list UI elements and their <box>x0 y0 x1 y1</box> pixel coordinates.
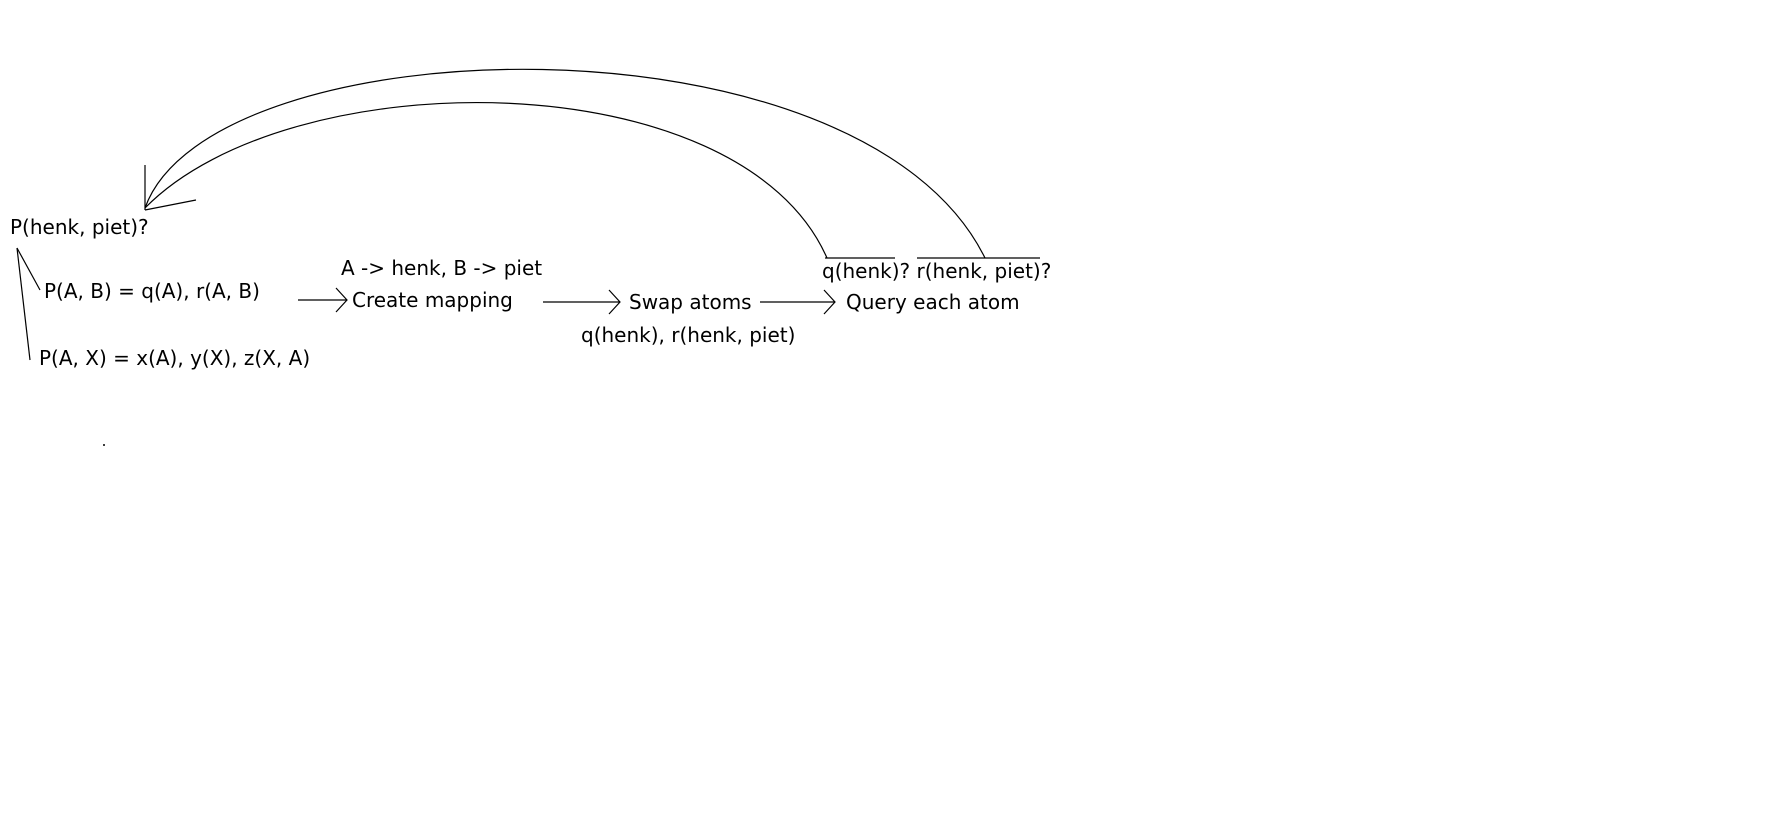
subquery-2: r(henk, piet) <box>916 259 1041 283</box>
arrow-rules-to-mapping <box>298 287 348 313</box>
feedback-arrowhead <box>144 165 197 211</box>
rule-1-label: P(A, B) = q(A), r(A, B) <box>44 279 260 303</box>
subquery-1: q(henk) <box>822 259 900 283</box>
query-each-atom-label: Query each atom <box>846 290 1020 314</box>
feedback-curve-outer <box>144 68 986 259</box>
feedback-curve-inner <box>144 101 828 259</box>
swap-atoms-label: Swap atoms <box>629 290 752 314</box>
branch-line-rule-1 <box>16 247 41 291</box>
rule-2-label: P(A, X) = x(A), y(X), z(X, A) <box>39 346 311 370</box>
swapped-atoms-label: q(henk), r(henk, piet) <box>581 323 796 347</box>
create-mapping-label: Create mapping <box>352 288 513 312</box>
branch-line-rule-2 <box>16 247 31 361</box>
subquery-2-question-mark: ? <box>1040 259 1052 283</box>
stray-dot <box>103 444 105 446</box>
subquery-1-question-mark: ? <box>899 259 911 283</box>
arrow-mapping-to-swap <box>543 289 621 315</box>
arrow-swap-to-query <box>760 289 836 315</box>
mapping-value-label: A -> henk, B -> piet <box>341 256 543 280</box>
subqueries-line: q(henk)? r(henk, piet)? <box>822 259 1051 283</box>
query-label: P(henk, piet)? <box>10 215 149 239</box>
